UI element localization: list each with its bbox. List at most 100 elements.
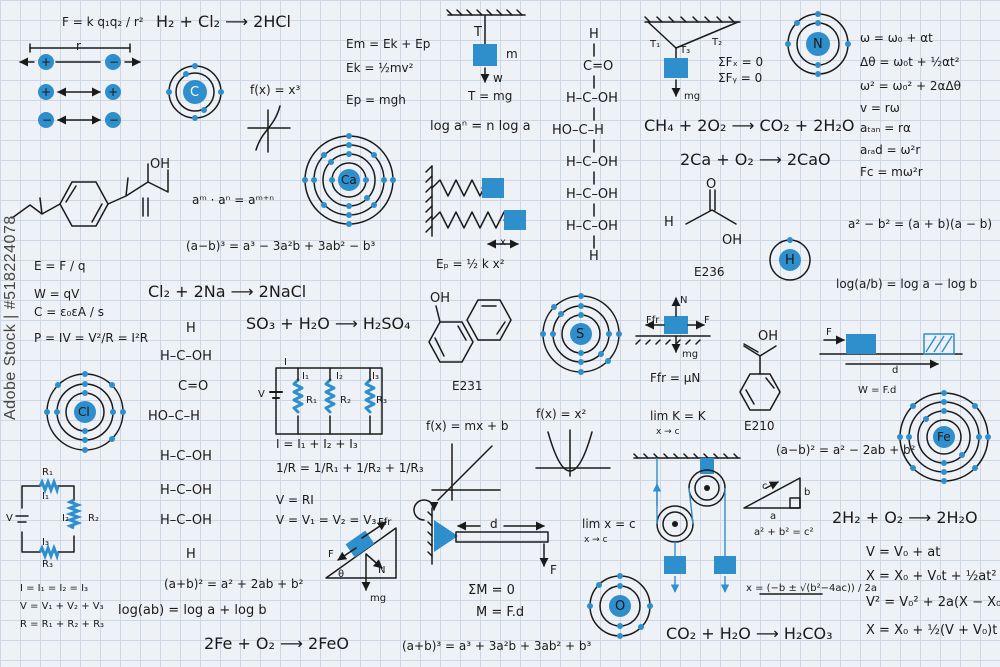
incline-theta: θ — [338, 569, 345, 580]
glucose-r-5: H–C–OH — [566, 187, 618, 202]
glucose-l-2: C=O — [178, 379, 209, 394]
cubic-graph — [247, 105, 291, 153]
square-plus: (a+b)² = a² + 2ab + b² — [164, 577, 304, 591]
beam-d-label: d — [490, 517, 498, 531]
e236-label: E236 — [694, 265, 725, 279]
omega-eq: ω = ω₀ + αt — [860, 31, 933, 45]
atom-n — [785, 11, 851, 77]
glucose-l-5: H–C–OH — [160, 483, 212, 498]
limit-sub-2: x → c — [584, 535, 608, 545]
spring-energy: Eₚ = ½ k x² — [436, 257, 505, 271]
t2-label: T₂ — [712, 37, 723, 48]
glucose-l-4: H–C–OH — [160, 449, 212, 464]
ibuprofen-structure — [11, 163, 169, 227]
atom-s — [540, 293, 622, 375]
potential-energy: Ep = mgh — [346, 93, 406, 107]
atom-h-symbol: H — [785, 253, 795, 268]
kin-position2: X = X₀ + ½(V + V₀)t — [866, 623, 998, 638]
e210-label: E210 — [744, 419, 775, 433]
tension-eq: T = mg — [468, 89, 513, 103]
formic-acid-structure — [685, 189, 737, 225]
linear-graph — [431, 443, 501, 501]
tension-t-label: T — [474, 25, 482, 40]
glucose-r-0: H — [589, 27, 599, 42]
eq-methane: CH₄ + 2O₂ ⟶ CO₂ + 2H₂O — [644, 116, 855, 135]
work-force-label: F — [826, 327, 832, 338]
weight-w-label: w — [493, 71, 503, 85]
tri-a-label: a — [770, 511, 777, 522]
series-i1: I₁ — [42, 491, 49, 502]
fx-cubic: f(x) = x³ — [250, 83, 301, 97]
e-field: E = F / q — [34, 259, 86, 273]
glucose-l-3: HO–C–H — [148, 409, 200, 424]
glucose-r-7: H — [589, 249, 599, 264]
cube-minus: (a−b)³ = a³ − 3a²b + 3ab² − b³ — [186, 239, 376, 253]
resistance-parallel: 1/R = 1/R₁ + 1/R₂ + 1/R₃ — [276, 461, 424, 475]
incline-n: N — [378, 565, 386, 576]
eq-hcl: H₂ + Cl₂ ⟶ 2HCl — [156, 12, 291, 31]
ohm-law: V = RI — [276, 493, 314, 507]
incline-friction: Ffr — [378, 517, 392, 528]
series-voltage: V = V₁ + V₂ + V₃ — [20, 601, 104, 612]
work-diagram — [819, 333, 963, 369]
e231-label: E231 — [452, 379, 483, 393]
atom-c — [166, 63, 224, 121]
parallel-circuit — [269, 367, 383, 435]
atom-cl-symbol: Cl — [78, 405, 90, 419]
formic-oh: OH — [722, 233, 743, 248]
series-resistance: R = R₁ + R₂ + R₃ — [20, 619, 105, 630]
power-eq: P = IV = V²/R = I²R — [34, 331, 149, 345]
fc-eq: Fc = mω²r — [860, 165, 923, 179]
x-displacement: x — [500, 237, 506, 248]
series-r1: R₁ — [42, 467, 53, 478]
mg-label-1: mg — [684, 91, 701, 102]
kin-position: X = X₀ + V₀t + ½at² — [866, 569, 997, 584]
mg-label-2: mg — [682, 349, 699, 360]
eq-sodium-chloride: Cl₂ + 2Na ⟶ 2NaCl — [148, 282, 307, 301]
glucose-r-4: H–C–OH — [566, 155, 618, 170]
glucose-l-0: H — [186, 321, 196, 336]
atom-fe — [897, 390, 991, 484]
t1-label: T₁ — [650, 39, 661, 50]
glucose-l-7: H — [186, 547, 196, 562]
limit-constant: lim K = K — [650, 409, 706, 423]
hanging-mass-diagram — [446, 9, 526, 83]
atom-o — [587, 573, 653, 639]
series-current: I = I₁ = I₂ = I₃ — [20, 583, 89, 594]
kin-velocity2: V² = V₀² + 2a(X − X₀) — [866, 595, 1000, 610]
springs-diagram — [425, 165, 526, 249]
friction-block-diagram — [635, 297, 711, 353]
diff-squares: a² − b² = (a + b)(a − b) — [848, 217, 992, 231]
eq-iron-oxide: 2Fe + O₂ ⟶ 2FeO — [204, 634, 349, 653]
formic-o: O — [706, 177, 717, 192]
distance-label: r — [76, 39, 81, 53]
omega2-eq: ω² = ω₀² + 2αΔθ — [860, 79, 961, 93]
svg-text:+: + — [41, 85, 51, 99]
svg-text:+: + — [41, 55, 51, 69]
limit-x: lim x = c — [582, 517, 636, 531]
mech-energy: Em = Ek + Ep — [346, 37, 431, 51]
fx-linear: f(x) = mx + b — [426, 419, 509, 433]
force-f-label: F — [704, 315, 710, 326]
atom-fe-symbol: Fe — [937, 430, 951, 444]
log-power-rule: log aⁿ = n log a — [430, 119, 531, 134]
dtheta-eq: Δθ = ω₀t + ½αt² — [860, 55, 960, 69]
log-division: log(a/b) = log a − log b — [836, 277, 978, 291]
ibuprofen-oh: OH — [150, 157, 171, 172]
work-qv: W = qV — [34, 287, 80, 301]
atom-c-symbol: C — [190, 85, 200, 100]
charges-diagram: + − + + − − — [19, 43, 141, 128]
circuit-i3: I₃ — [372, 371, 379, 382]
atom-cl — [44, 371, 126, 453]
moment-sum: ΣM = 0 — [468, 583, 515, 598]
circuit-r1: R₁ — [306, 395, 317, 406]
kin-velocity: V = V₀ + at — [866, 545, 941, 560]
glucose-r-2: H–C–OH — [566, 91, 618, 106]
parabola-graph — [535, 429, 611, 477]
t3-label: T₃ — [680, 45, 691, 56]
three-tension-diagram — [644, 16, 741, 97]
pythagoras: a² + b² = c² — [754, 527, 814, 538]
eq-water: 2H₂ + O₂ ⟶ 2H₂O — [832, 508, 978, 527]
